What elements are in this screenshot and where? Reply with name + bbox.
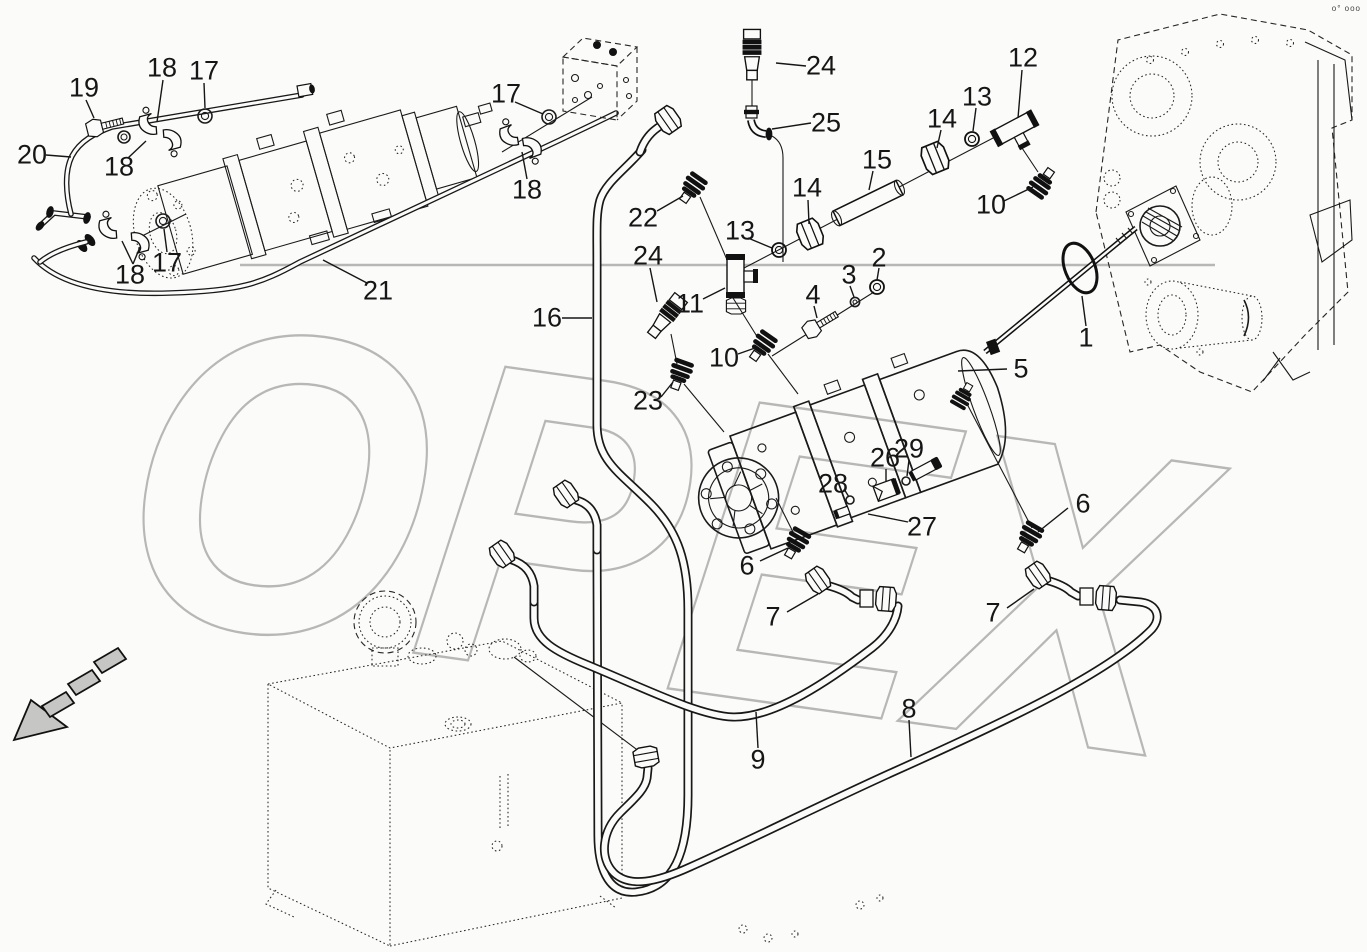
elbow-7b: [1022, 558, 1118, 612]
watermark: OPEX: [96, 225, 1245, 854]
sensor-24a: [743, 29, 762, 79]
hose-16: [592, 145, 693, 897]
callout-29: 29: [893, 433, 925, 464]
oring-1: [1061, 241, 1099, 295]
leader-lines: [45, 62, 1087, 758]
callout-6a: 6: [739, 550, 755, 581]
callout-18a: 18: [146, 52, 178, 83]
callout-7a: 7: [765, 601, 781, 632]
direction-arrow: [12, 646, 128, 742]
elbow-e2: [486, 537, 539, 607]
callout-4: 4: [805, 279, 821, 310]
callout-18b: 18: [103, 151, 135, 182]
callout-25: 25: [810, 107, 842, 138]
callout-28: 28: [817, 468, 849, 499]
callout-19: 19: [68, 72, 100, 103]
callout-18c: 18: [114, 259, 146, 290]
hose-8: [599, 595, 1162, 887]
callout-5: 5: [1013, 353, 1029, 384]
washer-2: [869, 279, 885, 295]
corner-mark: o° ooo: [1331, 4, 1361, 13]
tee-fitting-11: [725, 254, 758, 315]
fitting-10a: [1028, 165, 1059, 198]
parts-26-29-cluster: [833, 456, 943, 520]
tee-fitting-12: [989, 109, 1040, 151]
callout-13b: 13: [724, 215, 756, 246]
pump-shaft: [983, 225, 1138, 356]
watermark-text: OPEX: [97, 226, 1243, 853]
callout-10a: 10: [975, 189, 1007, 220]
callout-14b: 14: [791, 172, 823, 203]
callout-2: 2: [871, 242, 887, 273]
callout-24a: 24: [805, 50, 837, 81]
ring-13a: [964, 131, 980, 147]
oring-17-upper: [197, 108, 213, 124]
callout-6b: 6: [1075, 488, 1091, 519]
callout-1: 1: [1078, 322, 1094, 353]
oring-17-lower: [155, 213, 171, 229]
valve-block: [561, 37, 639, 121]
tube-15: [830, 179, 906, 227]
callout-17b: 17: [151, 247, 183, 278]
callout-24b: 24: [632, 240, 664, 271]
elbow-25: [744, 105, 773, 141]
hydraulic-pump: [697, 349, 1007, 554]
callout-17a: 17: [188, 55, 220, 86]
oring-17-valve: [541, 109, 557, 125]
callout-27: 27: [906, 511, 938, 542]
callout-13a: 13: [961, 81, 993, 112]
callout-14a: 14: [926, 103, 958, 134]
callout-9: 9: [750, 744, 766, 775]
callout-17c: 17: [490, 78, 522, 109]
elbow-e1: [550, 477, 602, 555]
callout-18d: 18: [511, 174, 543, 205]
pipe-20: [35, 82, 315, 231]
ring-3: [849, 296, 861, 308]
elbow-7a: [802, 563, 898, 613]
callout-7b: 7: [985, 597, 1001, 628]
callout-20: 20: [16, 139, 48, 170]
callout-15: 15: [861, 144, 893, 175]
callout-11: 11: [675, 288, 705, 319]
callout-22: 22: [627, 202, 659, 233]
spare-pump-assembly: [132, 102, 493, 279]
oil-tank: [265, 590, 884, 947]
callout-3: 3: [841, 259, 857, 290]
callout-21: 21: [362, 275, 394, 306]
nut-14a: [917, 139, 953, 177]
callout-12: 12: [1007, 42, 1039, 73]
callout-10b: 10: [708, 342, 740, 373]
clamp-18-lower-pair: [93, 209, 155, 262]
callout-16: 16: [531, 302, 563, 333]
callout-26: 26: [869, 442, 901, 473]
callout-23: 23: [632, 385, 664, 416]
gearbox-housing: [1095, 13, 1353, 393]
hose-9: [529, 595, 903, 722]
elbow-valve-16: [635, 102, 685, 157]
nut-14b: [793, 216, 827, 252]
callout-8: 8: [901, 693, 917, 724]
pipe-21: [31, 110, 619, 297]
